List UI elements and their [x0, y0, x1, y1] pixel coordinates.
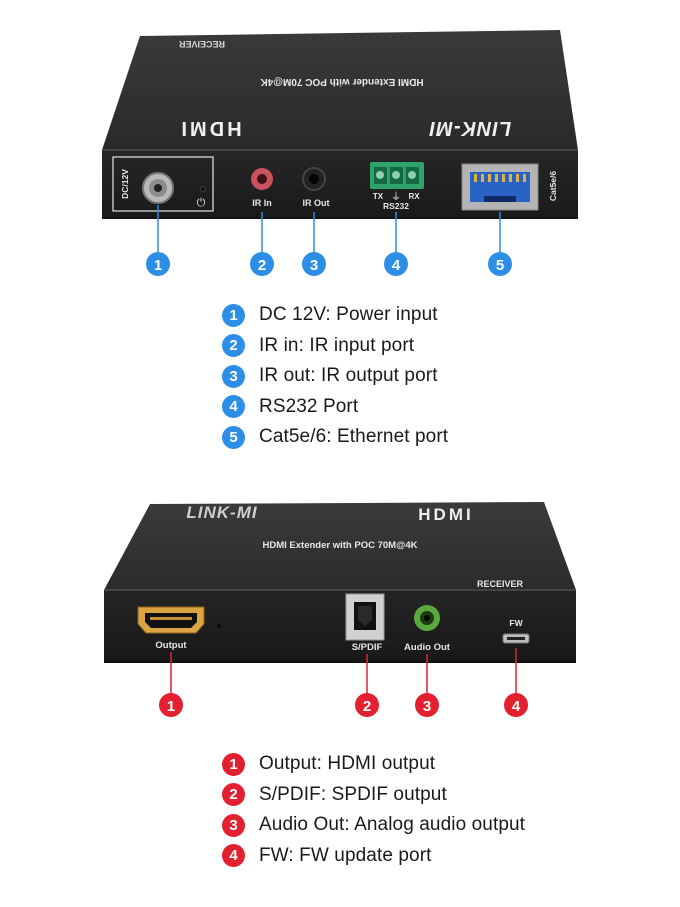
legend-item: 3 IR out: IR output port [222, 363, 448, 389]
cat-label: Cat5e/6 [548, 171, 558, 202]
dc-panel [112, 156, 214, 212]
device-hdmi-logo: HDMI [178, 117, 241, 139]
callout-4-number: 4 [512, 698, 521, 715]
legend-badge: 1 [222, 303, 245, 327]
legend-badge: 4 [222, 395, 245, 418]
legend-text: IR in: IR input port [259, 334, 415, 356]
device-brand-logo: LINK-MI [186, 503, 257, 522]
bottom-device-section: LINK-MI HDMI HDMI Extender with POC 70M@… [0, 490, 680, 907]
legend-text: IR out: IR output port [259, 365, 438, 386]
callout-2 [250, 252, 274, 276]
callout-4-number: 4 [392, 257, 401, 274]
device-top-surface [102, 30, 578, 150]
spdif-label: S/PDIF [352, 642, 383, 653]
dc-label: DC/12V [120, 169, 130, 199]
callout-3-number: 3 [423, 698, 431, 715]
legend-badge: 2 [222, 334, 245, 357]
legend-item: 1 Output: HDMI output [222, 751, 525, 777]
legend-badge: 1 [222, 752, 245, 776]
callout-1-number: 1 [167, 698, 175, 715]
device-unit-type: RECEIVER [477, 579, 524, 589]
callout-1 [146, 252, 170, 276]
callout-3 [302, 252, 326, 276]
legend-badge: 5 [222, 425, 245, 449]
power-icon: ⏻ [197, 197, 206, 209]
legend-item: 4 FW: FW update port [222, 843, 525, 869]
ir-out-label: IR Out [303, 198, 330, 208]
fw-label: FW [509, 618, 523, 628]
callout-5-number: 5 [496, 257, 504, 274]
bottom-device-illustration: LINK-MI HDMI HDMI Extender with POC 70M@… [104, 502, 576, 717]
callout-2-number: 2 [258, 257, 266, 274]
legend-badge: 4 [222, 844, 245, 867]
callout-1 [159, 693, 183, 717]
callout-2-number: 2 [363, 698, 371, 715]
callout-4 [384, 252, 408, 276]
status-led [217, 624, 221, 628]
rs232-label: RS232 [383, 201, 409, 211]
legend-item: 5 Cat5e/6: Ethernet port [222, 424, 448, 450]
callout-2 [355, 693, 379, 717]
legend-badge: 2 [222, 783, 245, 806]
legend-item: 2 IR in: IR input port [222, 333, 448, 359]
legend-text: RS232 Port [259, 395, 359, 417]
top-device-section: RECEIVER HDMI Extender with POC 70M@4K H… [102, 30, 578, 455]
legend-item: 2 S/PDIF: SPDIF output [222, 782, 525, 808]
callout-1-number: 1 [154, 257, 162, 274]
device-model-text: HDMI Extender with POC 70M@4K [263, 540, 418, 551]
ground-icon: ⏚ [391, 191, 401, 203]
legend-text: Audio Out: Analog audio output [259, 814, 526, 835]
legend-item: 3 Audio Out: Analog audio output [222, 812, 525, 838]
callout-4 [504, 693, 528, 717]
legend-text: DC 12V: Power input [259, 304, 438, 325]
power-led [200, 186, 206, 192]
device-front-face [104, 590, 576, 662]
callout-5 [488, 252, 512, 276]
rs232-rx-label: RX [408, 192, 420, 201]
legend-text: FW: FW update port [259, 844, 432, 866]
rs232-tx-label: TX [373, 192, 384, 201]
device-front-face [102, 150, 578, 218]
legend-text: Cat5e/6: Ethernet port [259, 426, 449, 447]
legend-badge: 3 [222, 813, 245, 837]
device-hdmi-logo: HDMI [418, 505, 473, 524]
legend-text: Output: HDMI output [259, 753, 436, 774]
device-top-surface [104, 502, 576, 590]
ir-in-label: IR In [252, 198, 272, 208]
output-label: Output [155, 640, 187, 651]
device-unit-type: RECEIVER [178, 39, 225, 49]
device-brand-logo: LINK-MI [429, 117, 512, 139]
legend-badge: 3 [222, 364, 245, 388]
legend-text: S/PDIF: SPDIF output [259, 783, 447, 805]
top-device-illustration: RECEIVER HDMI Extender with POC 70M@4K H… [102, 30, 578, 276]
audio-out-label: Audio Out [404, 642, 451, 653]
top-legend: 1 DC 12V: Power input 2 IR in: IR input … [222, 302, 448, 455]
legend-item: 1 DC 12V: Power input [222, 302, 448, 328]
callout-3 [415, 693, 439, 717]
callout-3-number: 3 [310, 257, 318, 274]
bottom-legend: 1 Output: HDMI output 2 S/PDIF: SPDIF ou… [222, 751, 525, 873]
device-model-text: HDMI Extender with POC 70M@4K [260, 76, 424, 87]
legend-item: 4 RS232 Port [222, 394, 448, 420]
